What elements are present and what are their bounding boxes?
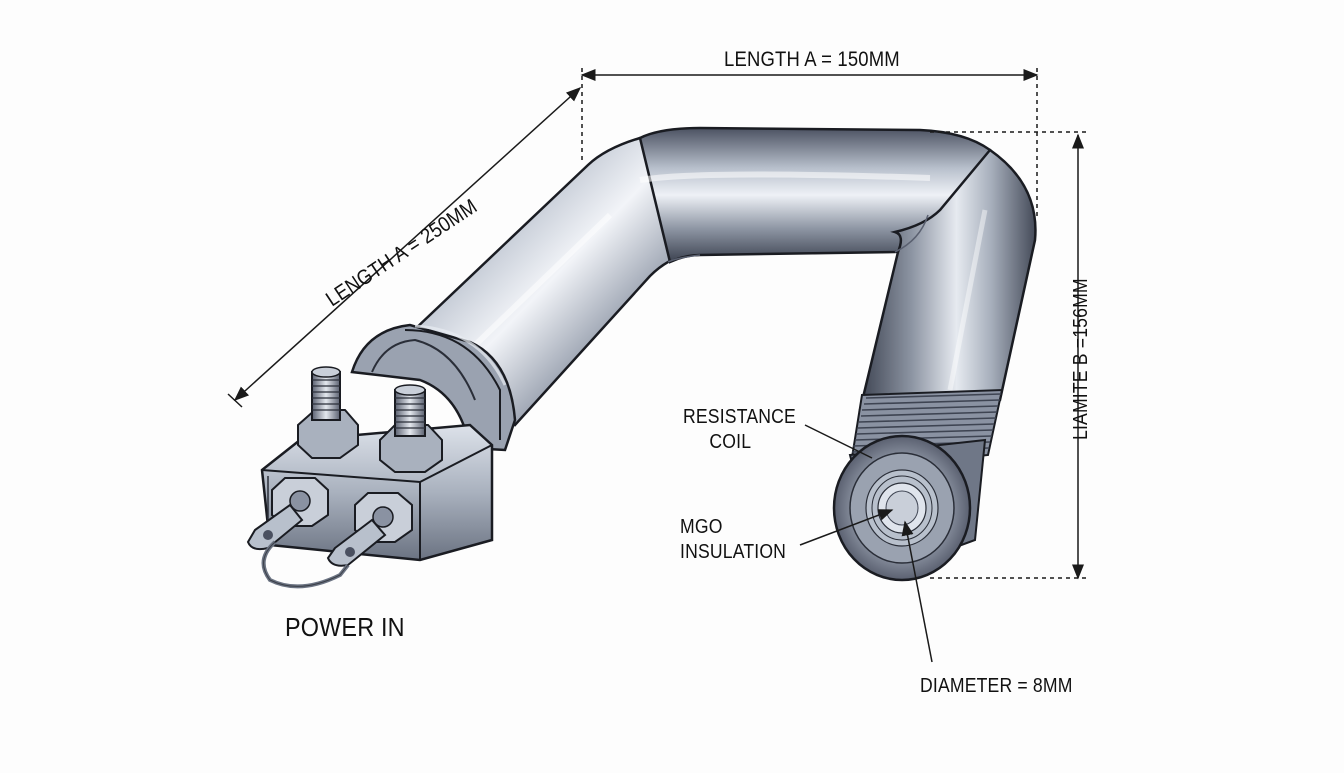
- diameter-label: DIAMETER = 8MM: [920, 675, 1073, 697]
- front-terminal-left: [246, 477, 329, 551]
- resistance-coil-line2: COIL: [709, 431, 752, 453]
- leader-lines: [799, 424, 933, 663]
- power-in-label: POWER IN: [285, 612, 405, 642]
- length-right-label: LIAMITE B =156MM: [1070, 278, 1092, 440]
- mgo-insulation-label: MGO INSULATION: [680, 515, 786, 565]
- resistance-coil-label: RESISTANCE COIL: [683, 405, 796, 455]
- mgo-insulation-line1: MGO: [680, 516, 723, 538]
- terminal-stud-left: [297, 366, 359, 459]
- tube-end-cross-section: [832, 434, 987, 582]
- dimension-diagonal: [227, 86, 582, 408]
- resistance-coil-line1: RESISTANCE: [683, 406, 796, 428]
- mgo-insulation-line2: INSULATION: [680, 541, 787, 563]
- front-terminal-right: [326, 492, 413, 567]
- length-top-label: LENGTH A = 150MM: [724, 48, 900, 71]
- dimension-top: [580, 68, 1039, 220]
- dimension-right: [930, 131, 1090, 580]
